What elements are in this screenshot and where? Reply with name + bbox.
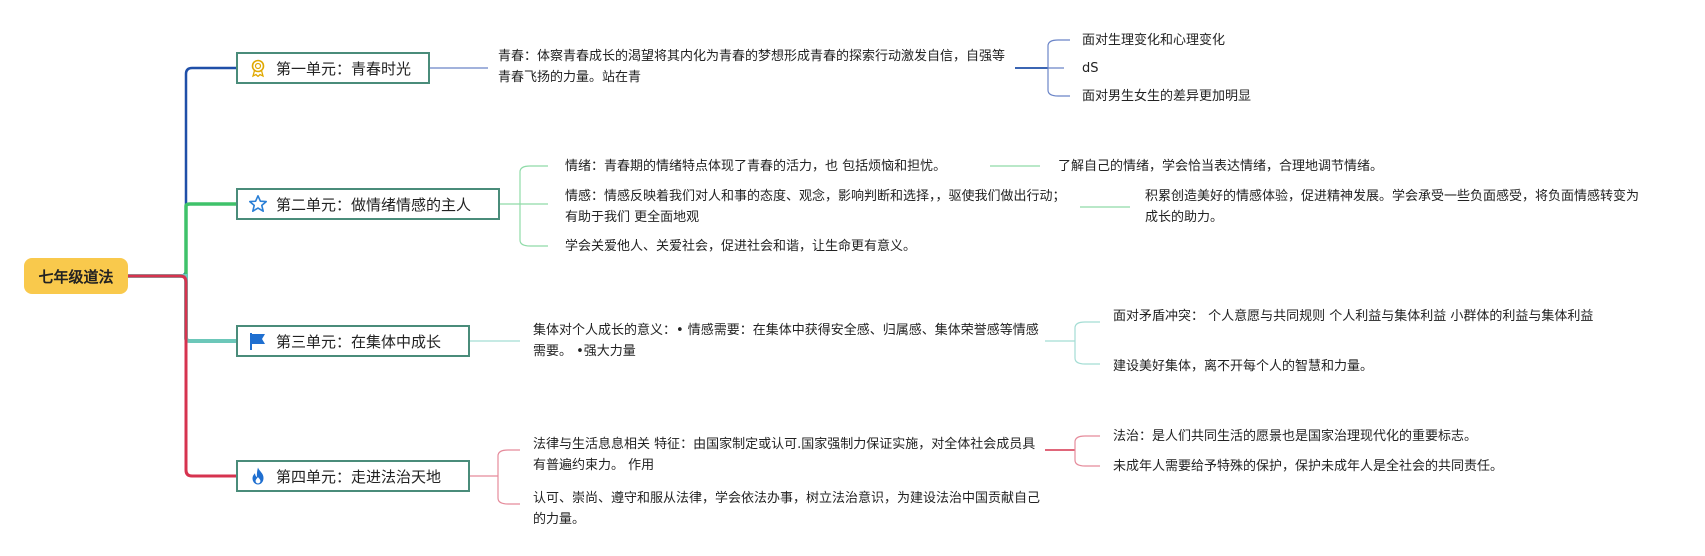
branch-unit-4 [128, 274, 236, 478]
bracket-u4-topics [470, 449, 520, 505]
unit-2-topic-2-sub[interactable]: 积累创造美好的情感体验，促进精神发展。学会承受一些负面感受，将负面情感转变为成长… [1145, 189, 1640, 225]
bracket-u1-sub [1047, 39, 1070, 97]
unit-3-sub-2[interactable]: 建设美好集体，离不开每个人的智慧和力量。 [1113, 359, 1374, 374]
unit-2-topic-1-sub[interactable]: 了解自己的情绪，学会恰当表达情绪，合理地调节情绪。 [1058, 159, 1384, 174]
star-icon [248, 194, 268, 214]
flame-icon [248, 466, 268, 486]
unit-4-topic-2[interactable]: 认可、崇尚、遵守和服从法律，学会依法办事，树立法治意识，为建设法治中国贡献自己的… [533, 491, 1041, 527]
root-label: 七年级道法 [38, 267, 114, 286]
unit-4-topic-1[interactable]: 法律与生活息息相关 特征：由国家制定或认可.国家强制力保证实施，对全体社会成员具… [533, 437, 1036, 473]
bracket-u3-sub [1074, 321, 1100, 365]
unit-1-sub-2[interactable]: dS [1082, 61, 1099, 76]
bracket-u2-topics [500, 165, 548, 247]
unit-1-sub-3[interactable]: 面对男生女生的差异更加明显 [1082, 89, 1252, 104]
unit-4-node[interactable]: 第四单元：走进法治天地 [236, 460, 470, 492]
unit-1-node[interactable]: 第一单元：青春时光 [236, 52, 430, 84]
unit-4-label: 第四单元：走进法治天地 [276, 467, 442, 486]
unit-1-topic-1[interactable]: 青春：体察青春成长的渴望将其内化为青春的梦想形成青春的探索行动激发自信，自强等青… [498, 49, 1006, 85]
unit-4-sub-1[interactable]: 法治：是人们共同生活的愿景也是国家治理现代化的重要标志。 [1113, 429, 1478, 444]
unit-1-sub-1[interactable]: 面对生理变化和心理变化 [1082, 33, 1226, 48]
branch-unit-2 [128, 202, 236, 278]
branch-unit-1 [128, 66, 236, 278]
bracket-u4-sub [1074, 435, 1100, 467]
unit-2-topic-1[interactable]: 情绪：青春期的情绪特点体现了青春的活力，也 包括烦恼和担忧。 [565, 159, 947, 174]
unit-3-label: 第三单元：在集体中成长 [276, 332, 442, 351]
unit-3-sub-1[interactable]: 面对矛盾冲突： 个人意愿与共同规则 个人利益与集体利益 小群体的利益与集体利益 [1113, 309, 1594, 324]
flag-icon [248, 331, 268, 351]
unit-2-node[interactable]: 第二单元：做情绪情感的主人 [236, 188, 500, 220]
unit-3-node[interactable]: 第三单元：在集体中成长 [236, 325, 470, 357]
root-node[interactable]: 七年级道法 [24, 258, 128, 294]
unit-4-sub-2[interactable]: 未成年人需要给予特殊的保护，保护未成年人是全社会的共同责任。 [1113, 459, 1504, 474]
unit-2-label: 第二单元：做情绪情感的主人 [276, 195, 472, 214]
unit-2-topic-3[interactable]: 学会关爱他人、关爱社会，促进社会和谐，让生命更有意义。 [565, 239, 917, 254]
branch-unit-3 [128, 274, 236, 343]
unit-1-label: 第一单元：青春时光 [276, 59, 412, 78]
award-ribbon-icon [248, 58, 268, 78]
unit-3-topic-1[interactable]: 集体对个人成长的意义：• 情感需要：在集体中获得安全感、归属感、集体荣誉感等情感… [533, 323, 1039, 359]
unit-2-topic-2[interactable]: 情感：情感反映着我们对人和事的态度、观念，影响判断和选择，，驱使我们做出行动；有… [565, 189, 1066, 225]
